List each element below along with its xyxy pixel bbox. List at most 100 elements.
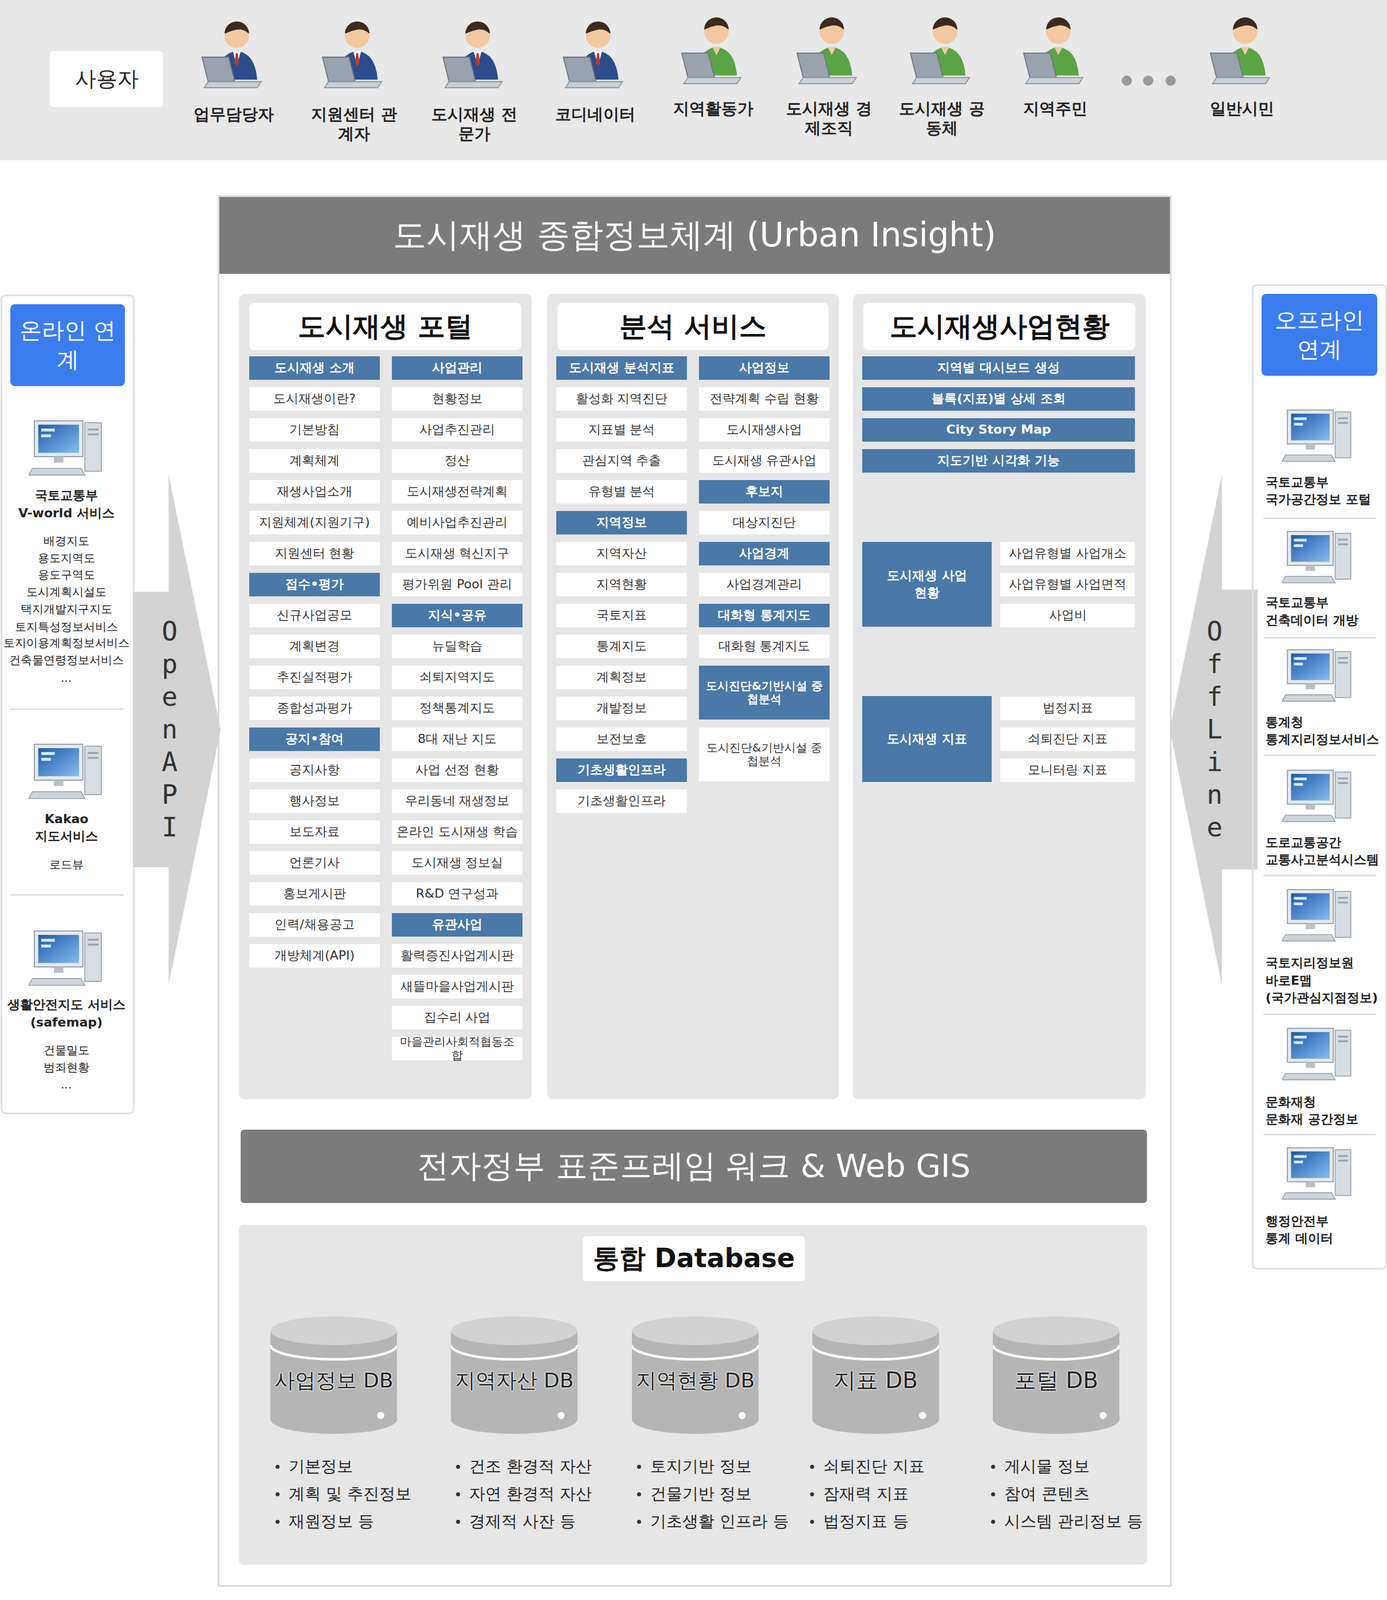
service-panel: 분석 서비스도시재생 분석지표활성화 지역진단지표별 분석관심지역 추출유형별 … xyxy=(547,293,839,1100)
link-panel: 온라인 연계 xyxy=(2,296,133,1113)
menu-cell: 개방체계(API) xyxy=(249,944,380,968)
cell-text: 사업유형별 사업개소 xyxy=(1008,545,1127,561)
menu-cell: 집수리 사업 xyxy=(391,1006,523,1030)
menu-header-cell: 도시재생 분석지표 xyxy=(556,356,687,380)
menu-cell: 홍보게시판 xyxy=(249,882,380,906)
cylinder-dot xyxy=(557,1412,565,1420)
cell-text: 모니터링 지표 xyxy=(1027,762,1108,778)
menu-cell: 도시재생이란? xyxy=(249,387,380,411)
cell-text: 8대 재난 지도 xyxy=(417,731,497,747)
cell-text: 도시재생 유관사업 xyxy=(712,453,817,469)
label-box: (safemap) xyxy=(30,1015,103,1031)
vertical-text: Open API xyxy=(156,615,183,844)
user-label: 지역활동가 xyxy=(664,99,762,119)
user-label: 업무담당자 xyxy=(185,104,283,125)
menu-header-cell: 사업관리 xyxy=(391,356,523,380)
bullet-dot xyxy=(456,1464,461,1469)
bullet-dot xyxy=(991,1492,996,1497)
menu-cell: 도시재생 정보실 xyxy=(391,851,523,875)
cylinder-ring xyxy=(450,1345,578,1360)
cylinder-body xyxy=(631,1330,759,1434)
cylinder-text: 지표 DB xyxy=(833,1365,918,1397)
computer-icon xyxy=(1282,1028,1351,1080)
cell-text: 집수리 사업 xyxy=(423,1010,491,1025)
cylinder-ring xyxy=(992,1345,1120,1360)
bullet-dot xyxy=(991,1464,996,1469)
bullet: 기본정보 xyxy=(288,1456,353,1477)
cell-text: 우리동네 재생정보 xyxy=(405,793,510,809)
cell-text: 지역정보 xyxy=(596,515,647,530)
service-name: 지도서비스 xyxy=(34,828,98,845)
menu-header-cell: 후보지 xyxy=(698,480,830,504)
bullet-item: 잠재력 지표 xyxy=(810,1484,909,1504)
cell-text: 유관사업 xyxy=(431,917,483,933)
ellipsis-dot xyxy=(1142,75,1154,86)
cell-text: 도시재생 소개 xyxy=(274,360,355,376)
cylinder-label-box: 지표 DB xyxy=(812,1361,939,1401)
cell-text: 지원체계(지원기구) xyxy=(258,515,370,530)
menu-cell: 사업유형별 사업개소 xyxy=(1000,541,1135,566)
label-box: 건축물연령정보서비스 xyxy=(9,653,124,667)
cylinder-ring xyxy=(270,1345,398,1360)
menu-cell: 계획체계 xyxy=(249,449,380,473)
arrow-shape xyxy=(1169,474,1258,985)
cell-text: 사업유형별 사업면적 xyxy=(1008,576,1127,592)
menu-cell: 계획정보 xyxy=(556,665,687,690)
menu-cell: 추진실적평가 xyxy=(249,665,380,690)
menu-cell: 보전보호 xyxy=(556,727,687,752)
panel-heading: 분석 서비스 xyxy=(557,303,829,351)
cell-text: 보도자료 xyxy=(289,824,340,840)
menu-cell: 인력/채용공고 xyxy=(249,913,380,937)
cell-text: 사업정보 xyxy=(739,360,790,376)
cell-text: 정책통계지도 xyxy=(419,700,495,716)
cell-text: 블록(지표)별 상세 조회 xyxy=(931,391,1066,407)
menu-cell: 재생사업소개 xyxy=(249,480,380,504)
cell-text: 인력/채용공고 xyxy=(274,917,355,933)
bullet: 쇠퇴진단 지표 xyxy=(823,1456,925,1477)
source-name: 국토지리정보원 xyxy=(1265,955,1354,972)
group-text: 도시재생 사업현황 xyxy=(886,567,968,601)
database-title: 통합 Database xyxy=(592,1240,796,1277)
menu-cell: 뉴딜학습 xyxy=(391,634,523,659)
menu-header-cell: 지역별 대시보드 생성 xyxy=(862,356,1135,380)
bullet-dot xyxy=(810,1464,815,1469)
user-band xyxy=(0,0,1387,161)
menu-cell: 국토지표 xyxy=(556,603,687,628)
user-icon xyxy=(563,21,623,88)
label-box: 용도구역도 xyxy=(37,567,96,582)
bullet: 잠재력 지표 xyxy=(823,1484,909,1504)
user-icon xyxy=(1023,17,1083,84)
menu-cell: 8대 재난 지도 xyxy=(391,727,523,752)
menu-cell: 새뜰마을사업게시판 xyxy=(391,975,523,999)
label-box: Kakao xyxy=(44,811,89,828)
service-item: ... xyxy=(60,1077,72,1092)
cell-text: 사업관리 xyxy=(431,360,483,376)
label-box: 도시재생 경제조직 xyxy=(780,99,878,139)
menu-cell: 대상지진단 xyxy=(698,511,830,535)
menu-cell: 도시재생전략계획 xyxy=(391,480,523,504)
cell-text: 도시재생 분석지표 xyxy=(568,360,675,376)
bullet-dot xyxy=(275,1492,280,1497)
user-icon xyxy=(681,17,741,84)
service-item: 도시계획시설도 xyxy=(26,584,107,599)
bullet-item: 기초생활 인프라 등 xyxy=(637,1511,789,1532)
frame-title-bar: 도시재생 종합정보체계 (Urban Insight) xyxy=(219,197,1170,274)
bullet-item: 자연 환경적 자산 xyxy=(456,1484,592,1504)
cell-text: 대상지진단 xyxy=(732,515,796,530)
label-box: 지원센터 관계자 xyxy=(305,104,403,144)
bullet-dot xyxy=(991,1519,996,1524)
computer-icon xyxy=(28,930,102,986)
label-box: 국가공간정보 포털 xyxy=(1265,492,1371,508)
cylinder-dot xyxy=(376,1412,384,1420)
menu-header-cell: 지역정보 xyxy=(556,511,687,535)
label-box: 지역주민 xyxy=(1006,99,1104,119)
cell-text: R&D 연구성과 xyxy=(415,886,499,902)
label-box: 국토교통부 xyxy=(34,488,98,504)
user-label: 일반시민 xyxy=(1193,99,1291,119)
menu-cell: 마을관리사회적협동조합 xyxy=(391,1036,523,1061)
menu-cell: 기초생활인프라 xyxy=(556,789,687,813)
menu-cell: 종합성과평가 xyxy=(249,696,380,721)
cylinder-text: 지역현황 DB xyxy=(635,1366,756,1396)
cylinder-top xyxy=(812,1316,939,1346)
user-box: 사용자 xyxy=(49,50,164,108)
